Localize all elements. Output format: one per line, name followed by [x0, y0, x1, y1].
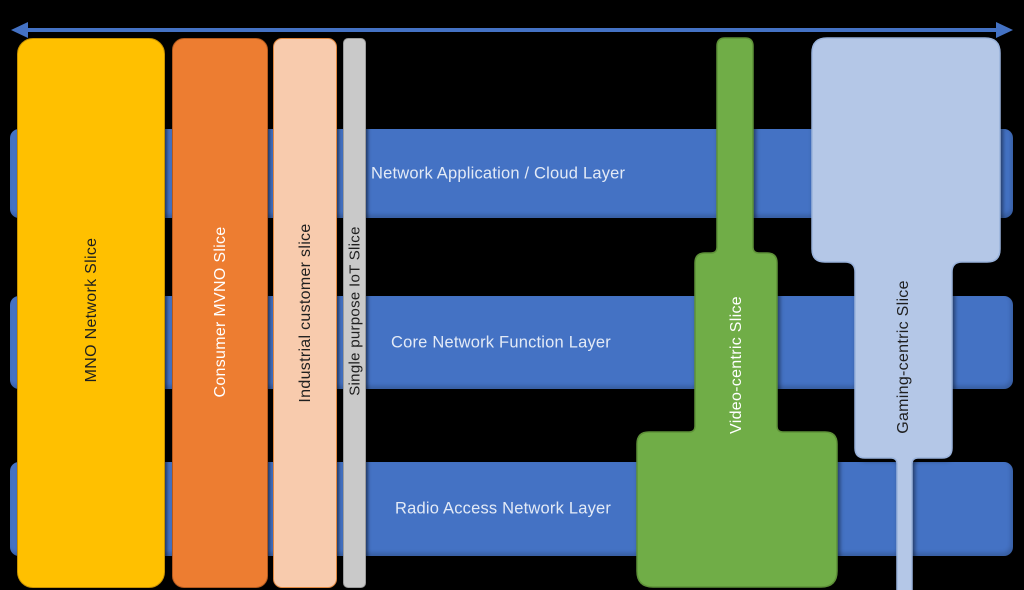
slice-label-gaming-centric: Gaming-centric Slice — [895, 280, 912, 434]
arrow-head-left — [11, 22, 28, 38]
slice-single-purpose-iot — [343, 38, 366, 588]
slice-label-mno-network: MNO Network Slice — [83, 237, 100, 383]
slice-label-video-centric: Video-centric Slice — [728, 296, 745, 434]
slice-industrial-customer — [273, 38, 337, 588]
layer-label-radio-access: Radio Access Network Layer — [395, 499, 612, 518]
slice-mno-network — [17, 38, 165, 588]
slice-label-industrial-customer: Industrial customer slice — [297, 223, 314, 403]
slice-consumer-mvno — [172, 38, 268, 588]
slice-label-single-purpose-iot: Single purpose IoT Slice — [346, 226, 364, 396]
layer-label-network-application: Network Application / Cloud Layer — [371, 164, 626, 182]
arrow-head-right — [996, 22, 1013, 38]
slice-label-consumer-mvno: Consumer MVNO Slice — [212, 226, 229, 398]
layer-label-core-network: Core Network Function Layer — [391, 333, 611, 351]
